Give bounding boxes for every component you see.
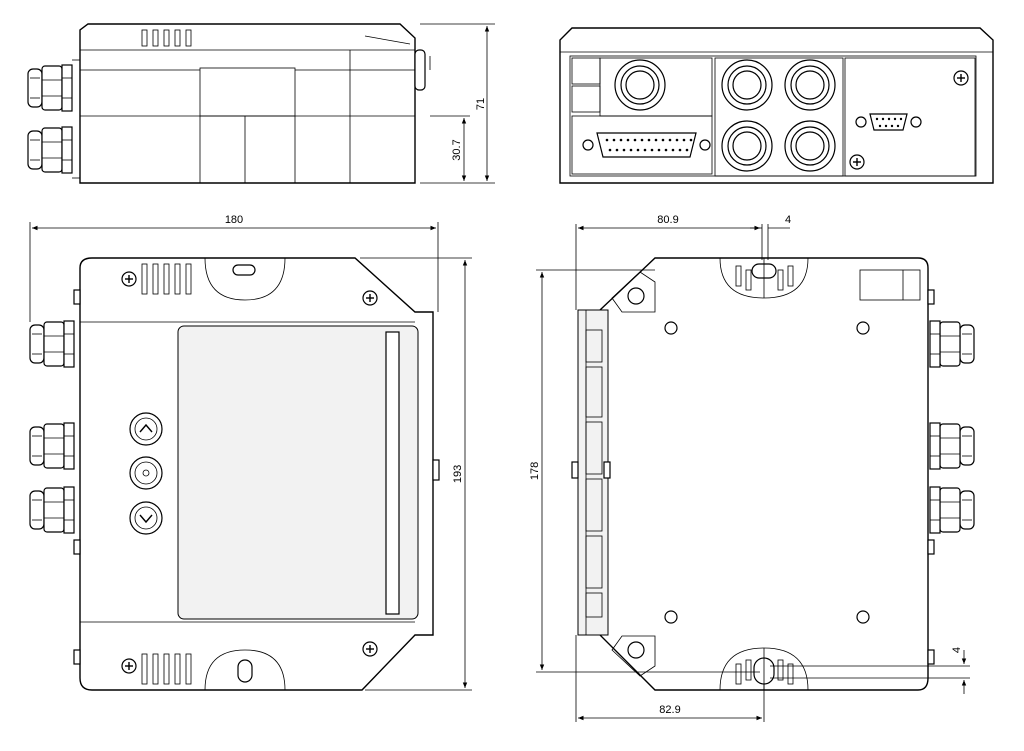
dim-gland-30-7: 30.7 <box>451 139 463 160</box>
cable-gland-icon <box>929 486 975 534</box>
dim-width-180: 180 <box>225 214 243 226</box>
db9-connector-icon <box>855 113 922 131</box>
dim-offset-80-9: 80.9 <box>657 214 678 226</box>
round-port <box>721 59 773 111</box>
cable-gland-icon <box>29 320 75 368</box>
cable-gland-icon <box>29 486 75 534</box>
screw-icon <box>362 290 378 306</box>
screw-icon <box>849 154 865 170</box>
vent-slots <box>141 29 192 47</box>
round-port <box>721 120 773 172</box>
screw-icon <box>121 271 137 287</box>
round-port <box>784 120 836 172</box>
dim-height-71: 71 <box>475 98 487 110</box>
screw-icon <box>362 641 378 657</box>
connector-end-view <box>559 27 994 184</box>
cable-gland-icon <box>27 126 73 174</box>
side-view: 71 30.7 <box>27 23 495 184</box>
ok-button-icon[interactable] <box>129 456 163 490</box>
round-port <box>784 59 836 111</box>
dim-offset-82-9: 82.9 <box>659 704 680 716</box>
up-arrow-button-icon[interactable] <box>129 412 163 446</box>
screw-icon <box>121 658 137 674</box>
cable-gland-icon <box>27 64 73 112</box>
round-port <box>614 59 666 111</box>
front-view: 180 193 <box>29 214 472 691</box>
vent-slots <box>141 263 192 685</box>
db25-connector-icon <box>582 132 711 158</box>
back-view: 80.9 4 178 82.9 4 <box>529 214 975 722</box>
screw-icon <box>953 70 969 86</box>
cable-gland-icon <box>29 422 75 470</box>
dim-slot-4-bottom: 4 <box>951 647 963 653</box>
cable-gland-icon <box>929 320 975 368</box>
dim-height-193: 193 <box>452 465 464 483</box>
dim-height-178: 178 <box>529 462 541 480</box>
dim-slot-4-top: 4 <box>785 214 791 226</box>
cable-gland-icon <box>929 422 975 470</box>
down-arrow-button-icon[interactable] <box>129 501 163 535</box>
